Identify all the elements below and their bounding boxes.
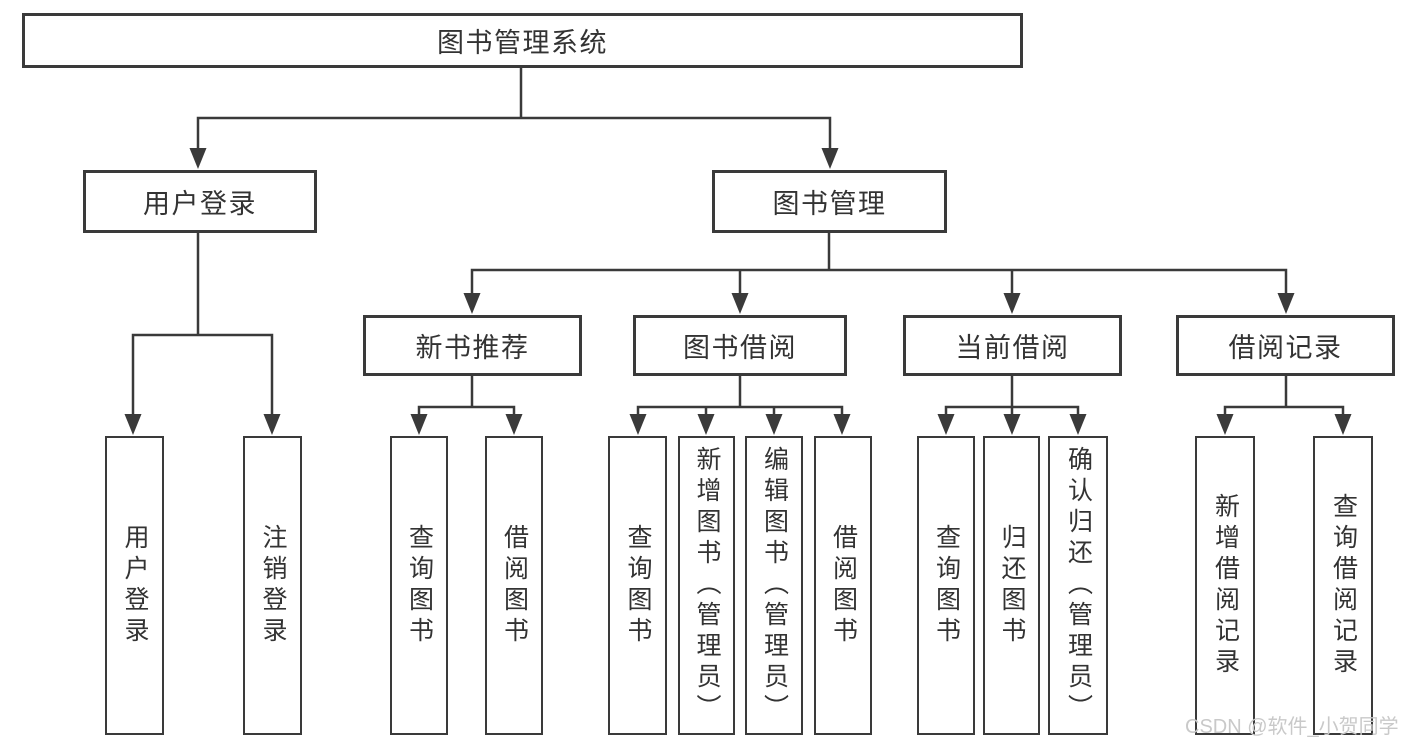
node-current-borrow: 当前借阅 — [903, 315, 1122, 376]
connector-root-to-level2 — [189, 66, 839, 169]
node-label: 图书借阅 — [683, 333, 797, 363]
leaf-borrow-books-recommend: 借阅图书 — [485, 436, 543, 735]
leaf-user-login: 用户登录 — [105, 436, 164, 735]
node-label: 编辑图书（管理员） — [760, 446, 789, 725]
node-label: 注销登录 — [259, 523, 287, 648]
leaf-query-borrow-record: 查询借阅记录 — [1313, 436, 1373, 735]
connector-book-borrow-children — [629, 374, 851, 435]
node-label: 借阅图书 — [500, 523, 529, 648]
node-book-management: 图书管理 — [712, 170, 947, 233]
node-label: 借阅图书 — [829, 523, 858, 648]
leaf-add-book-admin: 新增图书（管理员） — [678, 436, 735, 735]
node-label: 归还图书 — [998, 523, 1026, 648]
connector-new-book-recommend-children — [410, 374, 523, 435]
node-label: 新增借阅记录 — [1211, 492, 1240, 679]
node-label: 新书推荐 — [415, 333, 530, 363]
node-label: 图书管理系统 — [437, 28, 608, 58]
node-label: 查询图书 — [624, 523, 652, 648]
node-new-book-recommend: 新书推荐 — [363, 315, 582, 376]
connector-borrow-records-children — [1216, 374, 1352, 435]
leaf-confirm-return-admin: 确认归还（管理员） — [1048, 436, 1108, 735]
node-book-borrow: 图书借阅 — [633, 315, 847, 376]
csdn-watermark: CSDN @软件_小贺同学 — [1185, 716, 1399, 738]
node-label: 确认归还（管理员） — [1064, 446, 1093, 725]
node-label: 当前借阅 — [955, 333, 1070, 363]
leaf-add-borrow-record: 新增借阅记录 — [1195, 436, 1255, 735]
leaf-query-books-borrow: 查询图书 — [608, 436, 667, 735]
node-label: 借阅记录 — [1228, 333, 1343, 363]
node-label: 用户登录 — [143, 189, 257, 219]
node-library-management-system: 图书管理系统 — [22, 13, 1023, 68]
node-label: 用户登录 — [121, 523, 149, 648]
node-user-login: 用户登录 — [83, 170, 317, 233]
node-label: 图书管理 — [772, 189, 887, 219]
node-label: 新增图书（管理员） — [693, 446, 721, 725]
leaf-query-books-recommend: 查询图书 — [390, 436, 448, 735]
node-label: 查询图书 — [932, 523, 961, 648]
connector-current-borrow-children — [937, 374, 1087, 435]
connector-book-management-children — [463, 231, 1295, 314]
node-borrow-records: 借阅记录 — [1176, 315, 1395, 376]
node-label: 查询图书 — [405, 523, 434, 648]
leaf-edit-book-admin: 编辑图书（管理员） — [745, 436, 803, 735]
leaf-query-books-current: 查询图书 — [917, 436, 975, 735]
connector-user-login-children — [124, 231, 281, 435]
leaf-logout: 注销登录 — [243, 436, 302, 735]
node-label: 查询借阅记录 — [1329, 492, 1358, 679]
leaf-return-book: 归还图书 — [983, 436, 1040, 735]
leaf-borrow-books-borrow: 借阅图书 — [814, 436, 872, 735]
